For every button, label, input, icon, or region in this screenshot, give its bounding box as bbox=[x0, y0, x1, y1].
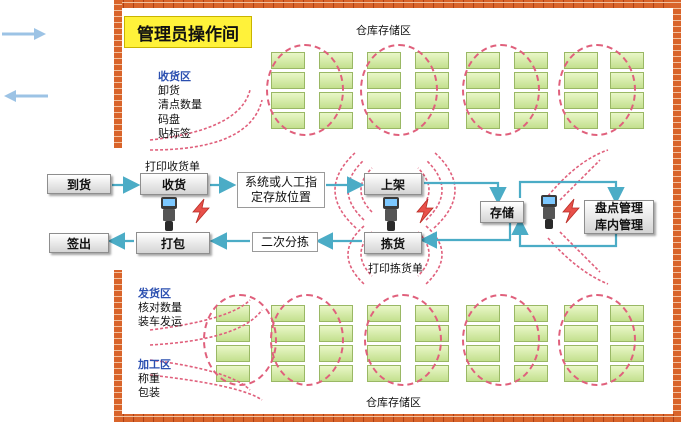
brick-wall-top bbox=[114, 0, 681, 8]
barcode-scanner-icon bbox=[541, 195, 557, 229]
left-arrow-icon bbox=[4, 90, 48, 102]
shipping-zone-item: 核对数量 bbox=[138, 301, 182, 314]
receive-step: 收货 bbox=[140, 173, 208, 195]
scan-zone-circle bbox=[364, 294, 442, 386]
arrival-step: 到货 bbox=[47, 174, 111, 194]
lightning-bolt-icon bbox=[192, 198, 210, 224]
scan-zone-circle bbox=[360, 44, 438, 136]
page-title: 管理员操作间 bbox=[124, 16, 252, 48]
pack-step: 打包 bbox=[136, 232, 210, 254]
receiving-zone-item: 清点数量 bbox=[158, 98, 202, 111]
assign-location-step: 系统或人工指定存放位置 bbox=[237, 172, 325, 208]
scan-zone-circle bbox=[558, 294, 636, 386]
lightning-bolt-icon bbox=[562, 198, 580, 224]
scan-zone-circle bbox=[558, 44, 636, 136]
shelve-step: 上架 bbox=[364, 173, 422, 195]
print-receipt-label: 打印收货单 bbox=[145, 160, 200, 173]
processing-zone-title: 加工区 bbox=[138, 358, 171, 371]
processing-zone-item: 包装 bbox=[138, 386, 160, 399]
barcode-scanner-icon bbox=[383, 197, 399, 231]
brick-wall-left-upper bbox=[114, 0, 122, 148]
store-step: 存储 bbox=[480, 201, 524, 223]
storage-top-label: 仓库存储区 bbox=[356, 24, 411, 37]
receiving-zone-title: 收货区 bbox=[158, 70, 191, 83]
right-arrow-icon bbox=[2, 28, 46, 40]
inventory-management-step: 盘点管理库内管理 bbox=[584, 200, 654, 234]
storage-bottom-label: 仓库存储区 bbox=[366, 396, 421, 409]
receiving-zone-item: 贴标签 bbox=[158, 127, 191, 140]
secondary-sort-step: 二次分拣 bbox=[252, 232, 318, 252]
print-pick-label: 打印拣货单 bbox=[368, 262, 423, 275]
lightning-bolt-icon bbox=[416, 198, 434, 224]
shipping-zone-title: 发货区 bbox=[138, 287, 171, 300]
processing-zone-item: 称重 bbox=[138, 372, 160, 385]
receiving-zone-item: 码盘 bbox=[158, 113, 180, 126]
receiving-zone-item: 卸货 bbox=[158, 84, 180, 97]
scan-zone-circle bbox=[462, 294, 540, 386]
pick-step: 拣货 bbox=[364, 232, 422, 254]
barcode-scanner-icon bbox=[161, 197, 177, 231]
sign-out-step: 签出 bbox=[49, 233, 109, 253]
scan-zone-circle bbox=[462, 44, 540, 136]
brick-wall-left-lower bbox=[114, 270, 122, 422]
scan-zone-circle bbox=[270, 294, 344, 386]
scan-zone-circle bbox=[266, 44, 344, 136]
shipping-zone-item: 装车发运 bbox=[138, 315, 182, 328]
brick-wall-right bbox=[673, 0, 681, 422]
brick-wall-bottom bbox=[114, 414, 681, 422]
